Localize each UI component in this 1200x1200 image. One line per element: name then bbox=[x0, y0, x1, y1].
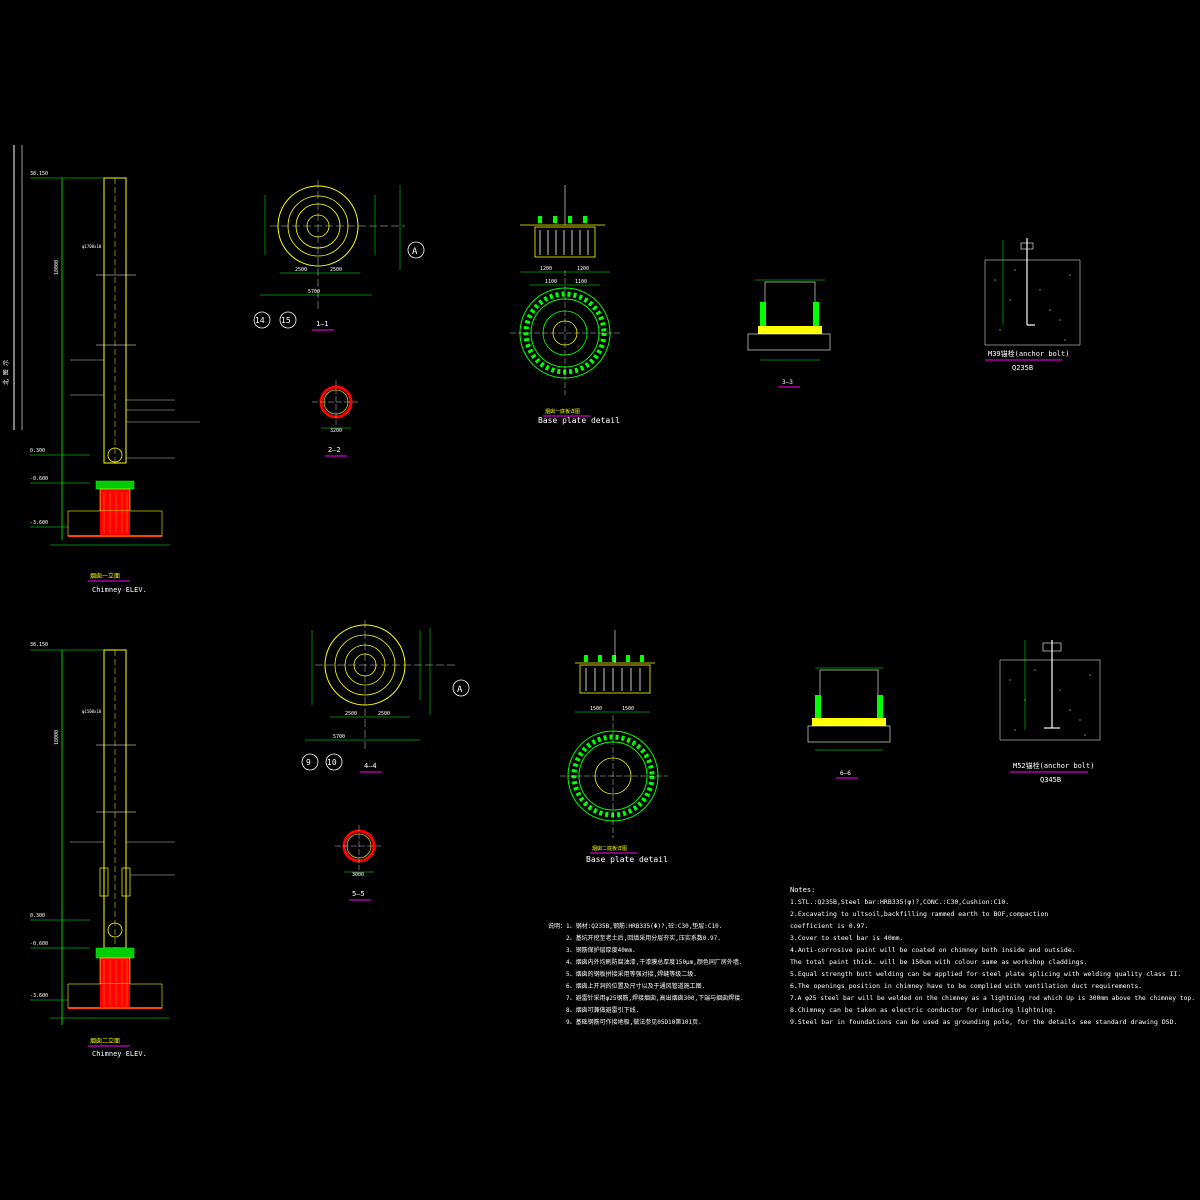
base-plate-1-dim-b: 1200 bbox=[577, 266, 589, 272]
notes-cn-item: 6、烟囱上开洞的位置及尺寸以及于通风管道施工图. bbox=[566, 982, 705, 990]
notes-en-item: 2.Excavating to ultsoil,backfilling ramm… bbox=[790, 910, 1048, 918]
notes-cn-item: 7、避雷针采用φ25钢筋,焊接烟囱,高出烟囱300,下端与烟囱焊接. bbox=[566, 994, 744, 1002]
section-4-title: 4—4 bbox=[364, 762, 377, 770]
elevation-1-left-label: 北 图 示 bbox=[2, 360, 10, 385]
base-plate-1-dim-c: 1100 bbox=[545, 279, 557, 285]
notes-cn-item: 1、钢材:Q235B,钢筋:HRB335(Φ)?,砼:C30,垫层:C10. bbox=[566, 922, 722, 930]
elevation-2-pipe-label: φ1500x10 bbox=[82, 709, 102, 714]
anchor-bolt-2-title: M52锚栓(anchor bolt) bbox=[1013, 761, 1094, 770]
section-6-title: 6—6 bbox=[840, 770, 851, 777]
base-plate-2-dim-b: 1500 bbox=[622, 706, 634, 712]
section-2-dim: 3200 bbox=[330, 428, 342, 434]
base-plate-1-dim-a: 1200 bbox=[540, 266, 552, 272]
notes-cn-item: 2、基坑开挖至老土后,回填采用分层夯实,压实系数0.97. bbox=[566, 934, 721, 942]
elevation-2-mark-b: -0.600 bbox=[30, 941, 48, 947]
section-3-title: 3—3 bbox=[782, 379, 793, 386]
notes-en-heading: Notes: bbox=[790, 886, 815, 894]
notes-cn-item: 5、烟囱的钢板拼接采用等强对接,焊缝等级二级. bbox=[566, 970, 697, 978]
section-1-dim-b: 2500 bbox=[330, 267, 342, 273]
elevation-1-mark-c: -3.600 bbox=[30, 520, 48, 526]
section-5-dim: 3000 bbox=[352, 872, 364, 878]
section-4-dim-total: 5700 bbox=[333, 734, 345, 740]
notes-cn-item: 3、钢筋保护层厚度40mm. bbox=[566, 946, 636, 954]
elevation-1-title-en: Chimney ELEV. bbox=[92, 586, 147, 594]
notes-en-item: 4.Anti-corrosive paint will be coated on… bbox=[790, 946, 1076, 954]
base-plate-2-title-en: Base plate detail bbox=[586, 855, 668, 864]
section-4-dim-a: 2500 bbox=[345, 711, 357, 717]
notes-en-item: 1.STL.:Q235B,Steel bar:HRB335(φ)?,CONC.:… bbox=[790, 898, 1009, 906]
notes-chinese: 说明： 1、钢材:Q235B,钢筋:HRB335(Φ)?,砼:C30,垫层:C1… bbox=[548, 922, 744, 1026]
notes-cn-item: 8、烟囱可兼做避雷引下线. bbox=[566, 1006, 639, 1014]
elevation-1-pipe-label: φ1700x10 bbox=[82, 244, 102, 249]
anchor-bolt-m39: M39锚栓(anchor bolt) Q235B bbox=[984, 238, 1081, 372]
section-1-1-plan: 2500 2500 5700 A 14 15 1—1 bbox=[253, 180, 425, 331]
notes-en-item: 9.Steel bar in foundations can be used a… bbox=[790, 1018, 1177, 1026]
section-2-2: 3200 2—2 bbox=[312, 380, 360, 457]
elevation-2-mark-c: -3.600 bbox=[30, 993, 48, 999]
elevation-2-title-en: Chimney ELEV. bbox=[92, 1050, 147, 1058]
notes-en-item: The total paint thick. will be 150um wit… bbox=[790, 958, 1087, 966]
notes-en-item: 8.Chimney can be taken as electric condu… bbox=[790, 1006, 1056, 1014]
section-6-6: 6—6 bbox=[807, 667, 891, 779]
section-1-axis-left: 14 bbox=[255, 316, 265, 325]
elevation-1-mark-b: -0.600 bbox=[30, 476, 48, 482]
section-4-axis-a: A bbox=[457, 685, 463, 695]
notes-en-item: 3.Cover to steel bar is 40mm. bbox=[790, 934, 904, 942]
section-3-3: 3—3 bbox=[747, 279, 831, 388]
notes-en-item: coefficient is 0.97. bbox=[790, 922, 868, 930]
section-4-axis-left: 9 bbox=[306, 758, 311, 767]
chimney-elevation-1: 北 图 示 38.150 18000 φ1700x10 0.300 -0.600… bbox=[2, 145, 200, 594]
notes-cn-item: 4、烟囱内外均刷防腐油漆,干漆膜总厚度150μm,颜色同厂房外墙. bbox=[566, 958, 743, 966]
section-1-title: 1—1 bbox=[316, 320, 329, 328]
section-5-5: 3000 5—5 bbox=[335, 825, 383, 901]
section-1-axis-a: A bbox=[412, 247, 418, 257]
elevation-1-title-cn: 烟囱一立面 bbox=[90, 572, 120, 580]
section-1-axis-right: 15 bbox=[281, 316, 291, 325]
section-1-dim-a: 2500 bbox=[295, 267, 307, 273]
chimney-elevation-2: 38.150 18000 φ1500x10 0.300 -0.600 -3.60… bbox=[30, 642, 175, 1058]
elevation-2-mark-a: 0.300 bbox=[30, 913, 45, 919]
base-plate-2-dim-a: 1500 bbox=[590, 706, 602, 712]
anchor-bolt-1-title: M39锚栓(anchor bolt) bbox=[988, 349, 1069, 358]
elevation-1-height-dim: 18000 bbox=[54, 260, 60, 275]
notes-en-item: 7.A φ25 steel bar will be welded on the … bbox=[790, 994, 1195, 1002]
base-plate-1-title-cn: 烟囱一底板详图 bbox=[545, 408, 580, 415]
section-1-dim-total: 5700 bbox=[308, 289, 320, 295]
notes-cn-item: 9、基础钢筋可作接地极,做法参见05D10第101页. bbox=[566, 1018, 702, 1026]
elevation-1-mark-a: 0.300 bbox=[30, 448, 45, 454]
base-plate-1-dim-d: 1100 bbox=[575, 279, 587, 285]
anchor-bolt-2-grade: Q345B bbox=[1040, 776, 1061, 784]
section-4-4-plan: 2500 2500 5700 A 9 10 4—4 bbox=[301, 620, 470, 773]
notes-english: Notes: 1.STL.:Q235B,Steel bar:HRB335(φ)?… bbox=[790, 886, 1195, 1026]
base-plate-detail-2: 1500 1500 烟囱二底板详图 Base plate detail bbox=[560, 630, 668, 864]
base-plate-1-title-en: Base plate detail bbox=[538, 416, 620, 425]
section-4-dim-b: 2500 bbox=[378, 711, 390, 717]
base-plate-2-title-cn: 烟囱二底板详图 bbox=[592, 845, 627, 852]
elevation-2-top-mark: 38.150 bbox=[30, 642, 48, 648]
base-plate-detail-1: 1200 1200 1100 1100 烟囱一底板详图 Base plate d… bbox=[510, 185, 620, 425]
elevation-2-title-cn: 烟囱二立面 bbox=[90, 1037, 120, 1045]
notes-en-item: 6.The openings position in chimney have … bbox=[790, 982, 1142, 990]
section-2-title: 2—2 bbox=[328, 446, 341, 454]
elevation-1-top-mark: 38.150 bbox=[30, 171, 48, 177]
elevation-2-height-dim: 18000 bbox=[54, 730, 60, 745]
anchor-bolt-m52: M52锚栓(anchor bolt) Q345B bbox=[999, 640, 1101, 784]
notes-cn-heading: 说明： bbox=[548, 922, 566, 930]
notes-en-item: 5.Equal strength butt welding can be app… bbox=[790, 970, 1181, 978]
section-5-title: 5—5 bbox=[352, 890, 365, 898]
section-4-axis-right: 10 bbox=[327, 758, 337, 767]
anchor-bolt-1-grade: Q235B bbox=[1012, 364, 1033, 372]
